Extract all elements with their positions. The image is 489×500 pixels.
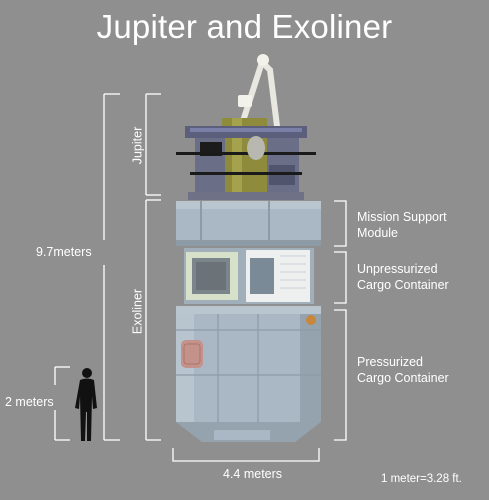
height-bracket-total xyxy=(103,93,120,441)
total-height-label: 9.7meters xyxy=(36,245,92,259)
jupiter-label: Jupiter xyxy=(130,126,145,165)
jupiter-spacecraft xyxy=(176,118,316,200)
conversion-note: 1 meter=3.28 ft. xyxy=(381,473,462,485)
pressurized-container xyxy=(176,306,321,442)
mission-support-label-line1: Mission Support xyxy=(357,210,447,224)
right-brackets xyxy=(334,200,347,441)
mission-support-module xyxy=(176,201,321,246)
mission-support-label-line2: Module xyxy=(357,226,398,240)
unpressurized-container xyxy=(184,248,314,304)
unpressurized-label-line1: Unpressurized xyxy=(357,262,438,276)
person-silhouette xyxy=(75,368,97,441)
unpressurized-label-line2: Cargo Container xyxy=(357,278,449,292)
person-bracket xyxy=(54,366,70,441)
diagram-title: Jupiter and Exoliner xyxy=(96,8,393,45)
pressurized-label-line1: Pressurized xyxy=(357,355,423,369)
pressurized-label-line2: Cargo Container xyxy=(357,371,449,385)
width-bracket xyxy=(172,448,320,462)
person-height-label: 2 meters xyxy=(5,395,54,409)
jupiter-bracket xyxy=(145,93,161,196)
width-label: 4.4 meters xyxy=(223,467,283,481)
exoliner-bracket xyxy=(145,199,161,441)
exoliner-label: Exoliner xyxy=(130,288,145,335)
